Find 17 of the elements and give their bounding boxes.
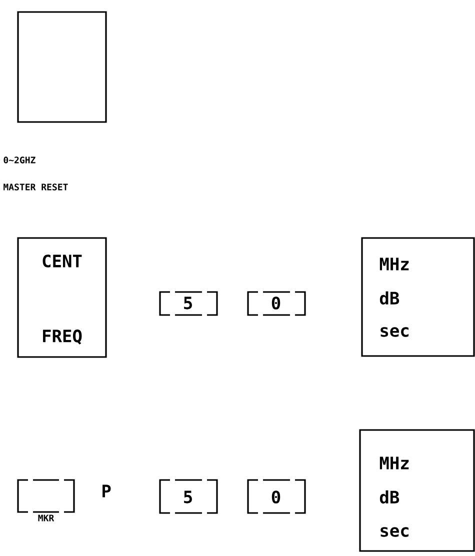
empty-box [17, 11, 107, 123]
box-label: CENT [42, 254, 82, 268]
key: 5 [159, 479, 218, 514]
box-label: MHz [380, 258, 409, 270]
box-label: sec [380, 527, 408, 537]
node-label: 0~2GHZ [4, 156, 36, 164]
box-label: dB [380, 291, 400, 305]
key: 0 [247, 479, 306, 514]
node-label: MASTER RESET [4, 184, 68, 190]
key: 0 [247, 291, 306, 316]
box-label: sec [380, 327, 408, 337]
key: 5 [159, 291, 218, 316]
key-label: MKR [38, 514, 54, 522]
node-label: P [102, 484, 111, 498]
box-label: FREQ [43, 330, 82, 344]
box-label: dB [380, 490, 400, 504]
box-label: MHz [380, 456, 409, 470]
